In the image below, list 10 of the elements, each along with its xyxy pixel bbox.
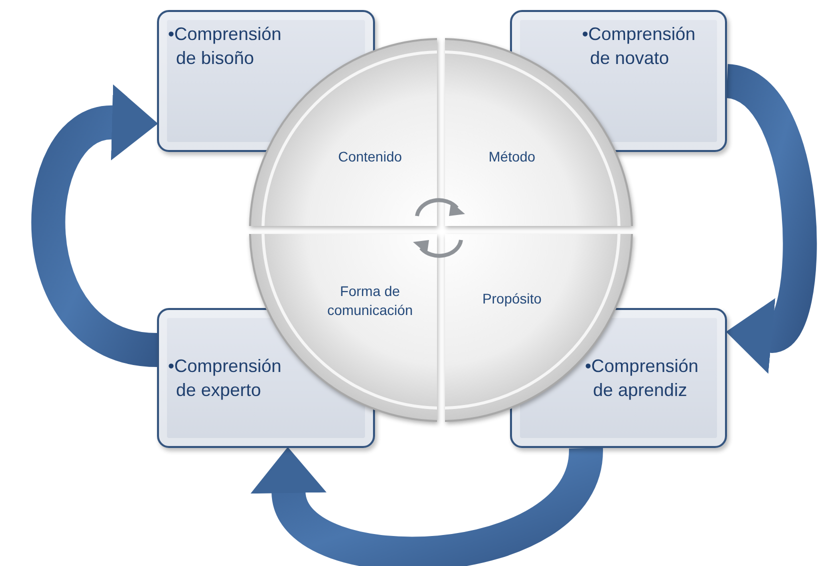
curved-arrow <box>252 445 603 566</box>
segment-label: Forma de comunicación <box>326 282 414 320</box>
stage-label: •Comprensión de aprendiz <box>585 355 700 402</box>
stage-label: •Comprensión de novato <box>582 23 696 70</box>
segment-label: Método <box>488 148 536 166</box>
curved-arrow <box>32 85 160 367</box>
stage-label: •Comprensión de experto <box>168 355 282 402</box>
stage-label: •Comprensión de bisoño <box>168 23 282 70</box>
segment-label: Contenido <box>337 148 403 166</box>
segment-label: Propósito <box>481 290 543 308</box>
